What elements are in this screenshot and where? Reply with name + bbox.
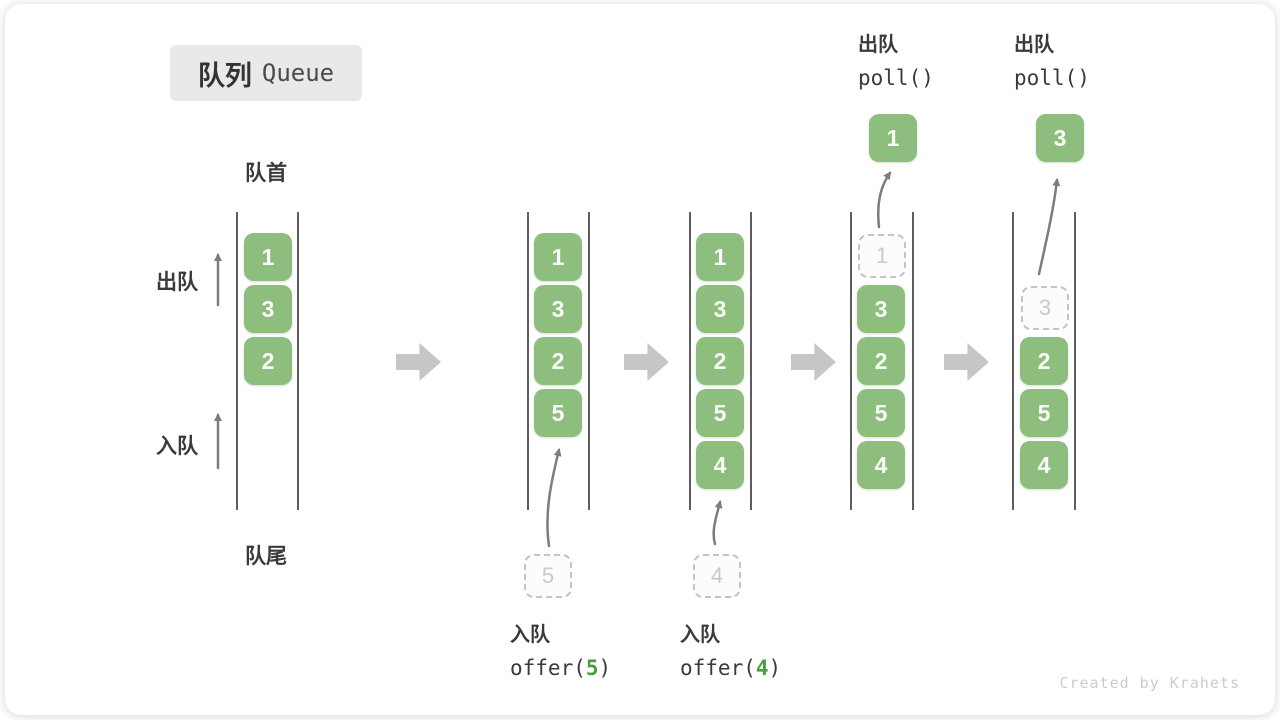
removed-cell-3: 3	[1021, 286, 1069, 330]
label-dequeue-side: 出队	[156, 271, 198, 294]
queue-cell: 4	[1020, 441, 1068, 489]
op-enqueue-5-label: 入队	[510, 624, 550, 646]
op-poll-1-code: poll()	[858, 66, 934, 90]
label-queue-rear: 队尾	[245, 545, 287, 568]
label-enqueue-side: 入队	[156, 435, 198, 458]
op-code-fn: offer(	[680, 656, 756, 680]
op-poll-1-label: 出队	[858, 34, 898, 56]
queue-cell: 1	[244, 233, 292, 281]
state1-left-wall	[236, 212, 238, 510]
op-poll-2-code: poll()	[1014, 66, 1090, 90]
queue-cell: 3	[244, 285, 292, 333]
queue-cell: 2	[244, 337, 292, 385]
queue-cell: 2	[857, 337, 905, 385]
queue-cell: 5	[1020, 389, 1068, 437]
queue-cell: 2	[534, 337, 582, 385]
incoming-cell-4: 4	[693, 554, 741, 598]
queue-cell: 4	[696, 441, 744, 489]
state3-right-wall	[750, 212, 752, 510]
state4-left-wall	[850, 212, 852, 510]
op-enqueue-5: 入队 offer(5)	[510, 618, 611, 680]
state5-right-wall	[1074, 212, 1076, 510]
watermark: Created by Krahets	[1059, 674, 1240, 692]
queue-cell: 5	[696, 389, 744, 437]
polled-cell-3: 3	[1036, 114, 1084, 162]
op-enqueue-4: 入队 offer(4)	[680, 618, 781, 680]
queue-cell: 1	[534, 233, 582, 281]
op-enqueue-4-code: offer(4)	[680, 656, 781, 680]
queue-cell: 2	[696, 337, 744, 385]
op-enqueue-5-code: offer(5)	[510, 656, 611, 680]
op-poll-2: 出队 poll()	[1014, 28, 1090, 90]
op-enqueue-4-label: 入队	[680, 624, 720, 646]
state1-right-wall	[297, 212, 299, 510]
queue-cell: 3	[534, 285, 582, 333]
queue-cell: 1	[696, 233, 744, 281]
state4-right-wall	[912, 212, 914, 510]
op-code-close: )	[598, 656, 612, 680]
op-poll-1: 出队 poll()	[858, 28, 934, 90]
op-code-fn: offer(	[510, 656, 586, 680]
label-queue-front: 队首	[245, 162, 287, 185]
incoming-cell-5: 5	[524, 554, 572, 598]
title-box: 队列 Queue	[170, 45, 362, 101]
op-poll-2-label: 出队	[1014, 34, 1054, 56]
op-code-close: )	[768, 656, 782, 680]
queue-cell: 2	[1020, 337, 1068, 385]
state5-left-wall	[1012, 212, 1014, 510]
op-code-arg: 5	[585, 656, 599, 680]
state3-left-wall	[689, 212, 691, 510]
title-zh: 队列	[197, 60, 252, 91]
polled-cell-1: 1	[869, 114, 917, 162]
removed-cell-1: 1	[858, 234, 906, 278]
queue-cell: 5	[857, 389, 905, 437]
queue-cell: 3	[857, 285, 905, 333]
queue-cell: 3	[696, 285, 744, 333]
title-en: Queue	[261, 59, 335, 87]
op-code-arg: 4	[755, 656, 769, 680]
state2-right-wall	[588, 212, 590, 510]
state2-left-wall	[527, 212, 529, 510]
queue-cell: 4	[857, 441, 905, 489]
queue-cell: 5	[534, 389, 582, 437]
